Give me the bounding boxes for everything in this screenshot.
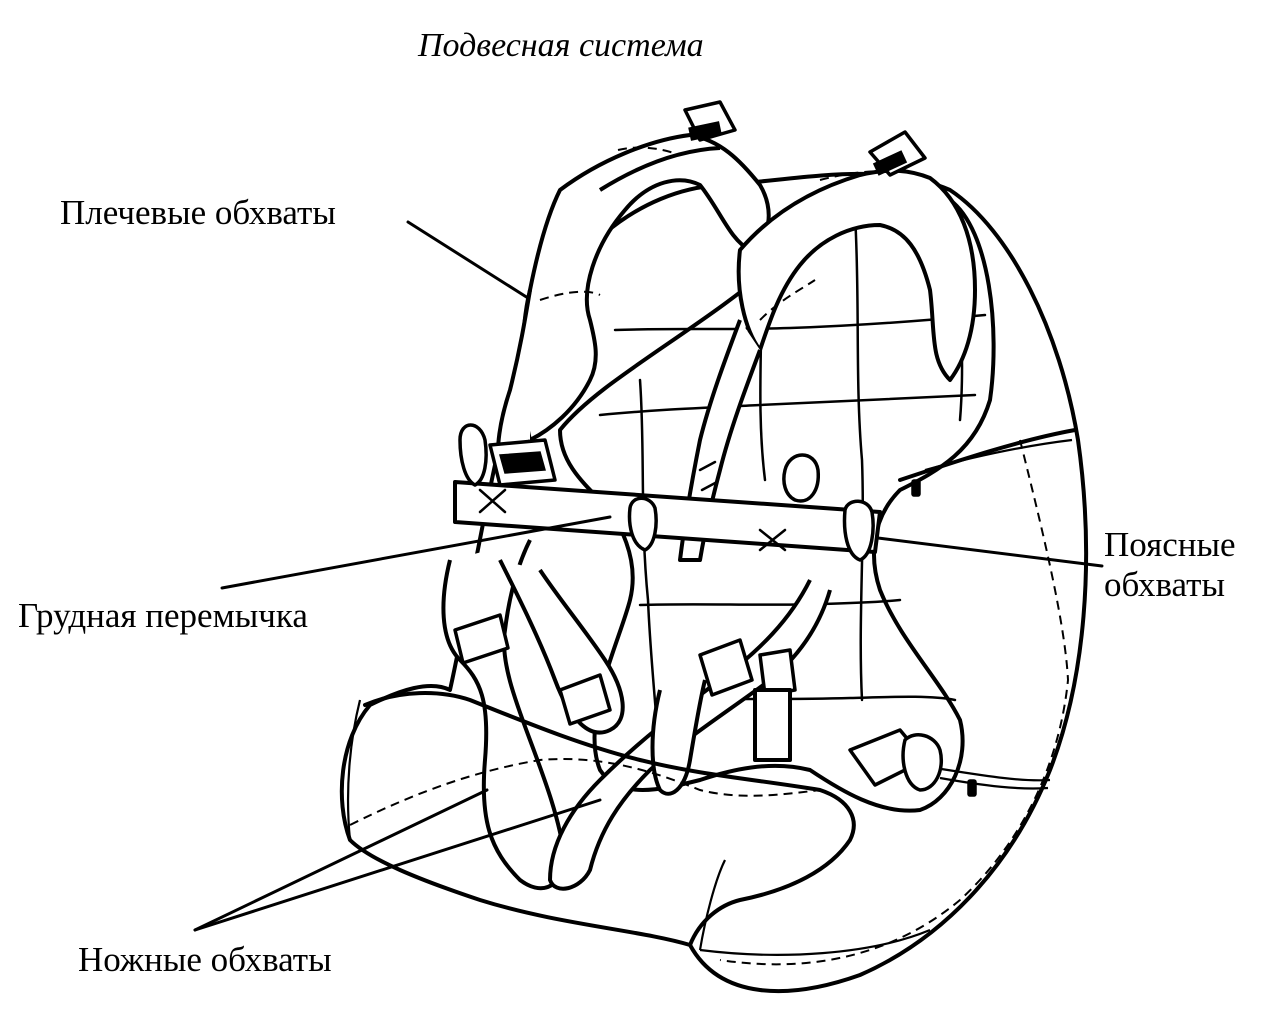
right-leg-strap — [548, 579, 943, 891]
leader-chest — [220, 515, 612, 590]
label-chest-strap: Грудная перемычка — [18, 596, 308, 635]
leader-waist — [876, 536, 1104, 568]
seat-pad — [346, 691, 856, 951]
label-shoulder-straps: Плечевые обхваты — [60, 193, 336, 232]
label-waist-straps: Поясные обхваты — [1104, 525, 1236, 606]
chest-strap — [453, 423, 882, 562]
leader-legs-1 — [193, 788, 489, 932]
label-waist-line1: Поясные — [1104, 525, 1236, 564]
label-waist-line2: обхваты — [1104, 565, 1225, 605]
left-shoulder-strap — [496, 100, 771, 480]
label-leg-straps: Ножные обхваты — [78, 940, 332, 979]
leader-lines — [193, 220, 1104, 932]
leader-shoulder — [406, 220, 530, 300]
diagram-title: Подвесная система — [418, 27, 704, 64]
leader-legs-2 — [193, 798, 602, 932]
